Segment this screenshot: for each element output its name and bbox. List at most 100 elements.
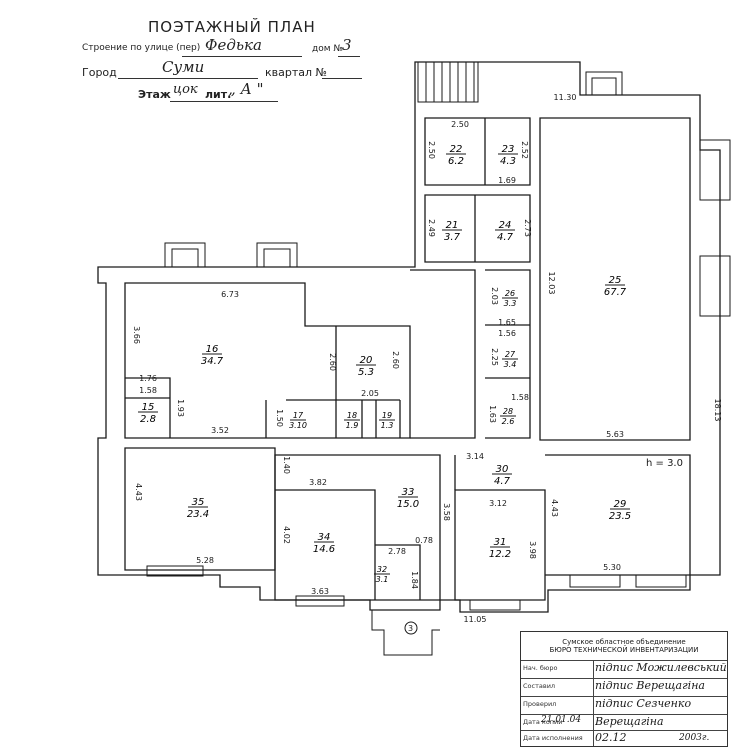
dimension-label: 2.52 bbox=[520, 141, 529, 159]
dimension-label: 1.93 bbox=[176, 399, 185, 417]
room-area: 12.2 bbox=[489, 549, 511, 560]
room-area: 67.7 bbox=[604, 287, 627, 298]
room-number: 17 bbox=[293, 411, 304, 420]
room-area: 1.9 bbox=[346, 421, 359, 430]
dimension-label: 1.76 bbox=[139, 374, 157, 383]
room-area: 23.4 bbox=[187, 509, 209, 520]
dimension-label: 1.69 bbox=[498, 176, 516, 185]
stamp-row-value: підпис Сезченко bbox=[595, 697, 692, 710]
dimension-label: 0.78 bbox=[415, 536, 433, 545]
room-label: 226.2 bbox=[446, 144, 466, 167]
room-number: 27 bbox=[505, 350, 516, 359]
room-number: 22 bbox=[450, 144, 463, 155]
bti-stamp: Сумское областное объединение БЮРО ТЕХНИ… bbox=[520, 631, 728, 747]
stair bbox=[417, 61, 479, 103]
room-label: 273.4 bbox=[502, 350, 518, 369]
dimension-label: 1.56 bbox=[498, 329, 516, 338]
lit-label: лит. bbox=[205, 88, 232, 101]
room-area: 5.3 bbox=[358, 367, 374, 378]
dimension-label: 4.02 bbox=[282, 526, 291, 544]
stamp-org-line2: БЮРО ТЕХНИЧЕСКОЙ ИНВЕНТАРИЗАЦИИ bbox=[549, 646, 699, 654]
dimension-label: 2.03 bbox=[490, 287, 499, 305]
ceiling-height-note: h = 3.0 bbox=[646, 458, 683, 469]
room-label: 205.3 bbox=[356, 355, 376, 378]
room-label: 323.1 bbox=[374, 565, 390, 584]
quarter-underline bbox=[322, 78, 362, 79]
dimension-label: 4.43 bbox=[550, 499, 559, 517]
stamp-row-value: підпис Верещагіна bbox=[595, 679, 705, 692]
dimension-label: 2.78 bbox=[388, 547, 406, 556]
room-area: 4.3 bbox=[500, 156, 516, 167]
house-underline bbox=[338, 56, 360, 57]
room-label: 152.8 bbox=[138, 402, 158, 425]
room-number: 15 bbox=[142, 402, 155, 413]
room-number: 25 bbox=[609, 275, 622, 286]
dimension-label: 6.73 bbox=[221, 290, 239, 299]
dimension-label: 4.43 bbox=[134, 483, 143, 501]
dimension-label: 2.73 bbox=[523, 219, 532, 237]
lit-value: „ А " bbox=[228, 80, 264, 98]
house-value: 3 bbox=[342, 36, 352, 54]
room-number: 31 bbox=[494, 537, 507, 548]
house-label: дом № bbox=[312, 44, 343, 54]
dimension-label: 12.03 bbox=[547, 272, 556, 295]
dimension-label: 2.05 bbox=[361, 389, 379, 398]
room-area: 2.6 bbox=[502, 417, 515, 426]
stamp-row-label: Дата копии bbox=[523, 718, 563, 726]
stamp-row: Дата копии Верещагіна bbox=[521, 714, 727, 733]
dimension-label: 2.60 bbox=[328, 353, 337, 371]
dimension-label: 5.63 bbox=[606, 430, 624, 439]
room-number: 24 bbox=[499, 220, 512, 231]
room-label: 191.3 bbox=[379, 411, 395, 430]
room-area: 14.6 bbox=[313, 544, 335, 555]
room-number: 29 bbox=[614, 499, 627, 510]
room-number: 32 bbox=[377, 565, 387, 574]
room-area: 3.4 bbox=[504, 360, 517, 369]
room-area: 34.7 bbox=[201, 356, 224, 367]
room-label: 304.7 bbox=[492, 464, 512, 487]
stamp-row-label: Дата исполнения bbox=[523, 734, 583, 742]
room-label: 173.10 bbox=[289, 411, 307, 430]
dimension-label: 2.50 bbox=[451, 120, 469, 129]
entrance-mark: 3 bbox=[408, 624, 413, 633]
room-area: 3.7 bbox=[444, 232, 461, 243]
room-number: 18 bbox=[347, 411, 357, 420]
dimension-label: 1.40 bbox=[282, 456, 291, 474]
city-value: Суми bbox=[162, 58, 205, 76]
dimension-label: 5.28 bbox=[196, 556, 214, 565]
room-area: 1.3 bbox=[381, 421, 394, 430]
dimension-label: 1.58 bbox=[139, 386, 157, 395]
room-area: 4.7 bbox=[497, 232, 514, 243]
dimension-label: 1.65 bbox=[498, 318, 516, 327]
room-area: 3.3 bbox=[504, 299, 517, 308]
stamp-row: Составил підпис Верещагіна bbox=[521, 678, 727, 697]
stamp-year: 2003г. bbox=[679, 733, 710, 743]
room-number: 33 bbox=[402, 487, 415, 498]
room-label: 282.6 bbox=[500, 407, 516, 426]
room-label: 244.7 bbox=[495, 220, 515, 243]
dimension-label: 3.52 bbox=[211, 426, 229, 435]
dimension-label: 5.30 bbox=[603, 563, 621, 572]
dimension-label: 3.14 bbox=[466, 452, 484, 461]
street-value: Федька bbox=[205, 36, 262, 54]
stamp-row-label: Проверил bbox=[523, 700, 557, 708]
quarter-label: квартал № bbox=[265, 66, 327, 79]
dimension-label: 3.58 bbox=[442, 503, 451, 521]
room-label: 263.3 bbox=[502, 289, 518, 308]
room-area: 3.1 bbox=[376, 575, 389, 584]
dimension-label: 11.30 bbox=[554, 93, 577, 102]
room-area: 2.8 bbox=[140, 414, 156, 425]
room-area: 6.2 bbox=[448, 156, 464, 167]
room-label: 234.3 bbox=[498, 144, 518, 167]
stamp-column-divider bbox=[593, 660, 594, 746]
room-number: 21 bbox=[446, 220, 459, 231]
room-number: 16 bbox=[206, 344, 219, 355]
room-label: 213.7 bbox=[442, 220, 462, 243]
light-wells bbox=[146, 71, 731, 611]
stamp-row: Дата исполнения 02.12 bbox=[521, 730, 727, 747]
room-area: 15.0 bbox=[397, 499, 419, 510]
